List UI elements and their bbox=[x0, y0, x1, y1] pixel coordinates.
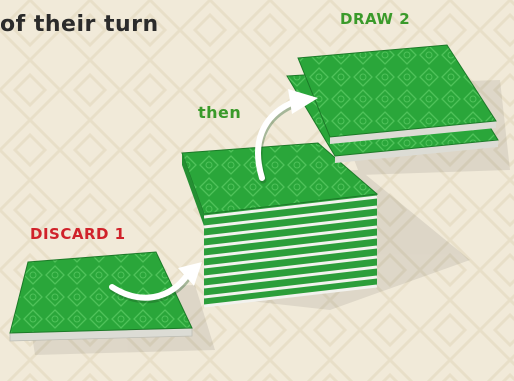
draw-label: DRAW 2 bbox=[340, 10, 410, 28]
turn-instruction-text: of their turn bbox=[0, 12, 159, 37]
then-label: then bbox=[198, 103, 241, 122]
discard-label: DISCARD 1 bbox=[30, 225, 126, 243]
